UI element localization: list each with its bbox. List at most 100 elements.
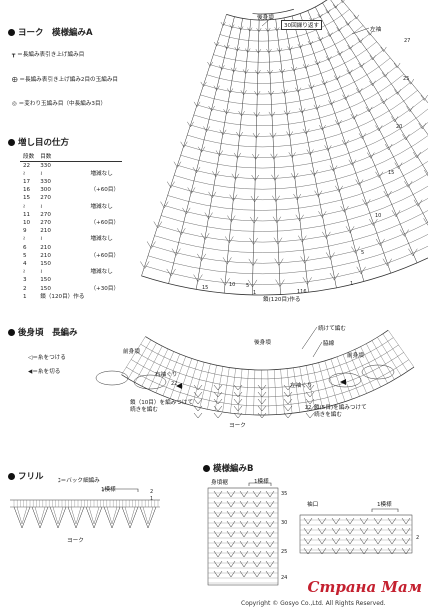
stitch-mark [213,530,223,538]
stitch-mark [215,150,223,157]
stitch-mark [288,152,296,159]
row-count: 1 [23,293,27,300]
stitch-mark [298,108,306,114]
stitch-mark [203,126,210,132]
stitch-mark [239,530,249,538]
stitch-post [128,339,152,379]
stitch-mark [328,100,335,106]
stitch-mark [250,216,259,224]
stitch-mark [213,85,220,91]
stitch-mark [401,537,411,545]
yoke-spoke [223,19,252,294]
table-row: ≀≀増減なし [20,235,122,243]
stitch-mark [265,540,275,548]
yoke-spoke [341,0,428,104]
stitch-mark [319,124,326,131]
stitch-mark [380,46,387,52]
stitch-mark [356,266,366,275]
left-armhole-label: 左袖ぐり [290,383,313,389]
increase-note: （+60目） [90,219,120,226]
stitch-mark [226,540,236,548]
stitch-mark [233,391,243,398]
stitch-mark [213,412,223,419]
stitch-mark [213,550,223,558]
stitch-count: 210 [40,244,51,251]
right-armhole-label: 右袖ぐり [155,372,178,378]
stitch-mark [297,44,304,49]
stitch-mark [345,547,355,555]
increase-note [87,211,122,219]
stitch-mark [362,199,371,206]
stitch-mark [268,111,276,118]
stitch-mark [208,105,215,112]
stitch-mark [153,221,163,229]
yoke-col-15: 15 [202,285,209,291]
stitch-mark [274,27,280,32]
stitch-mark [255,49,262,54]
table-row: ≀≀増減なし [20,170,122,178]
increase-note: 増減なし [90,269,113,276]
side-line-label: 脇線 [323,341,335,347]
stitch-post [121,336,146,375]
stitch-mark [160,201,169,209]
stitch-mark [373,527,383,535]
stitch-mark [229,194,238,202]
frill-fan-inner [88,506,100,525]
frill-fan [85,506,103,529]
frill-fan [13,506,31,529]
repeat-bracket [102,488,139,492]
stitch-mark [166,268,176,277]
stitch-mark [394,162,403,169]
back-single-crochet-icon: ℷ [58,478,61,484]
bullet-icon [203,465,210,472]
stitch-count: 330 [40,162,51,169]
frill-fan [121,506,139,529]
stitch-post [336,356,353,400]
stitch-mark [303,517,313,525]
stitch-mark [227,215,236,223]
stitch-mark [265,27,271,33]
increase-title: 増し目の仕方 [8,136,69,148]
stitch-mark [333,4,339,9]
stitch-mark [200,81,207,87]
stitch-mark [325,56,332,62]
frill-fan [31,506,49,529]
stitch-mark [336,27,342,32]
stitch-count: 300 [40,187,51,194]
stitch-mark [257,398,267,405]
row-count: 22 [23,162,31,169]
yoke-spoke [291,15,365,282]
front-body-right-label: 前身頃 [347,353,364,359]
stitch-mark [272,195,280,203]
stitch-mark [325,252,335,260]
row-count: 11 [23,211,31,218]
yoke-spoke [195,18,243,290]
stitch-mark [252,153,260,160]
stitch-mark [213,510,223,518]
row-count: 2 [23,285,27,292]
bullet-icon [8,29,15,36]
yoke-row-arc [141,257,428,296]
header-stitches: 目数 [37,152,88,162]
stitch-mark [257,391,267,398]
stitch-mark [325,9,331,14]
back-body-yoke-label: ヨーク [229,423,246,429]
stitch-mark [233,152,242,159]
stitch-mark [252,520,262,528]
stitch-mark [274,258,284,266]
stitch-post [230,368,236,414]
pattern-b-repeat-label: 1模様 [254,479,269,485]
legend-symbol: ◎ [12,101,17,107]
stitch-mark [252,540,262,548]
stitch-mark [340,0,345,4]
stitch-mark [171,248,181,256]
stitch-mark [345,517,355,525]
stitch-mark [387,547,397,555]
stitch-mark [227,88,234,94]
